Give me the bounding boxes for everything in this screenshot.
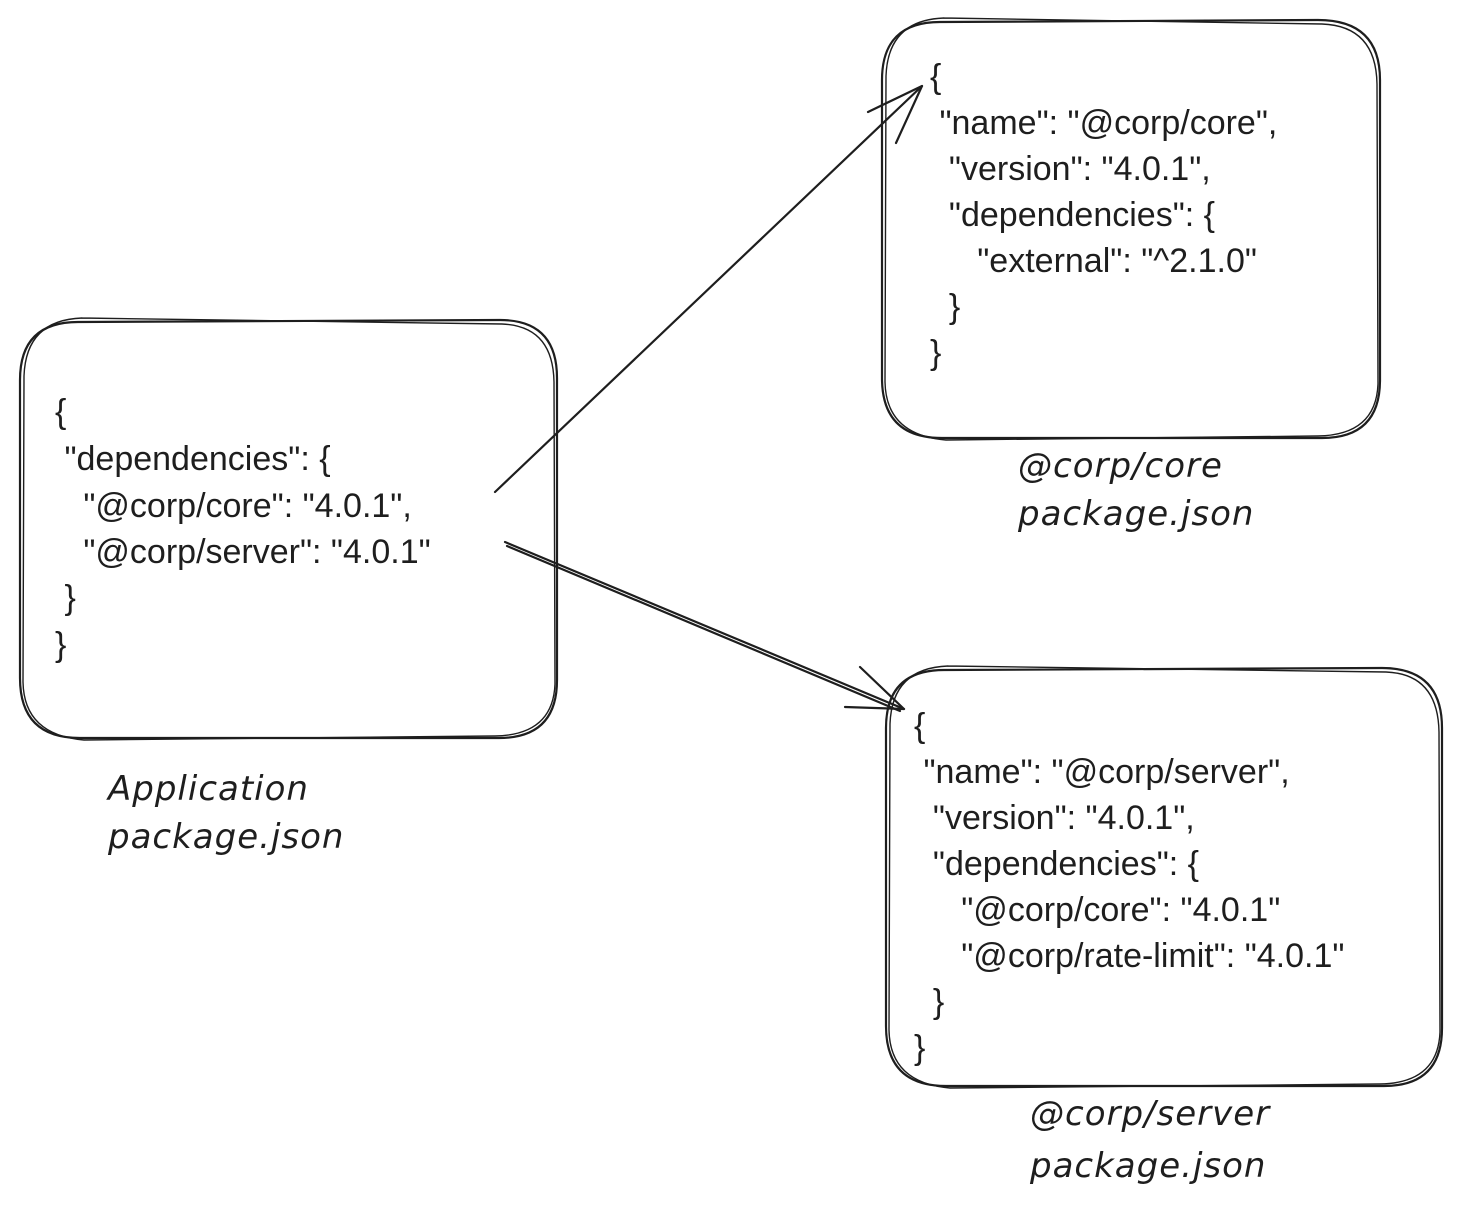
- core-box-outline-sketch: [884, 17, 1379, 441]
- code-line: }: [930, 334, 941, 372]
- code-line: "name": "@corp/core",: [930, 104, 1277, 142]
- arrow-app-to-server[interactable]: [503, 540, 906, 713]
- arrow-app-to-core[interactable]: [493, 84, 924, 494]
- code-line: }: [914, 983, 944, 1021]
- application-box[interactable]: { "dependencies": { "@corp/core": "4.0.1…: [18, 317, 559, 741]
- code-line: "dependencies": {: [930, 196, 1215, 234]
- arrow-head: [843, 665, 906, 711]
- core-code: { "name": "@corp/core", "version": "4.0.…: [930, 58, 1287, 372]
- code-line: }: [930, 288, 960, 326]
- application-box-outline: [18, 318, 559, 740]
- code-line: "@corp/server": "4.0.1": [55, 533, 431, 571]
- caption-line: package.json: [1017, 494, 1254, 534]
- core-caption: @corp/core package.json: [1017, 446, 1254, 534]
- server-caption: @corp/server package.json: [1029, 1094, 1282, 1186]
- arrow-line: [493, 84, 924, 494]
- code-line: {: [55, 393, 66, 431]
- code-line: "external": "^2.1.0": [930, 242, 1257, 280]
- arrow-head: [866, 84, 924, 145]
- code-line: "@corp/core": "4.0.1": [914, 891, 1280, 929]
- arrow-line: [503, 540, 906, 711]
- application-code: { "dependencies": { "@corp/core": "4.0.1…: [55, 393, 440, 664]
- server-code: { "name": "@corp/server", "version": "4.…: [914, 707, 1354, 1067]
- core-box-outline: [880, 18, 1382, 440]
- code-line: "@corp/core": "4.0.1",: [55, 487, 412, 525]
- caption-line: package.json: [1029, 1146, 1266, 1186]
- code-line: "version": "4.0.1",: [914, 799, 1195, 837]
- code-line: }: [914, 1029, 925, 1067]
- application-caption: Application package.json: [106, 769, 344, 857]
- code-line: {: [930, 58, 941, 96]
- code-line: "dependencies": {: [55, 440, 331, 478]
- caption-line: package.json: [107, 817, 344, 857]
- caption-line: Application: [106, 769, 309, 809]
- code-line: "dependencies": {: [914, 845, 1199, 883]
- core-box[interactable]: { "name": "@corp/core", "version": "4.0.…: [880, 17, 1382, 441]
- code-line: {: [914, 707, 925, 745]
- code-line: }: [55, 626, 66, 664]
- code-line: "@corp/rate-limit": "4.0.1": [914, 937, 1344, 975]
- server-box[interactable]: { "name": "@corp/server", "version": "4.…: [884, 665, 1444, 1089]
- caption-line: @corp/core: [1018, 446, 1223, 486]
- code-line: "name": "@corp/server",: [914, 753, 1290, 791]
- application-box-outline-sketch: [22, 317, 556, 741]
- arrow-line-sketch: [505, 544, 902, 713]
- caption-line: @corp/server: [1030, 1094, 1271, 1134]
- code-line: }: [55, 579, 76, 617]
- code-line: "version": "4.0.1",: [930, 150, 1211, 188]
